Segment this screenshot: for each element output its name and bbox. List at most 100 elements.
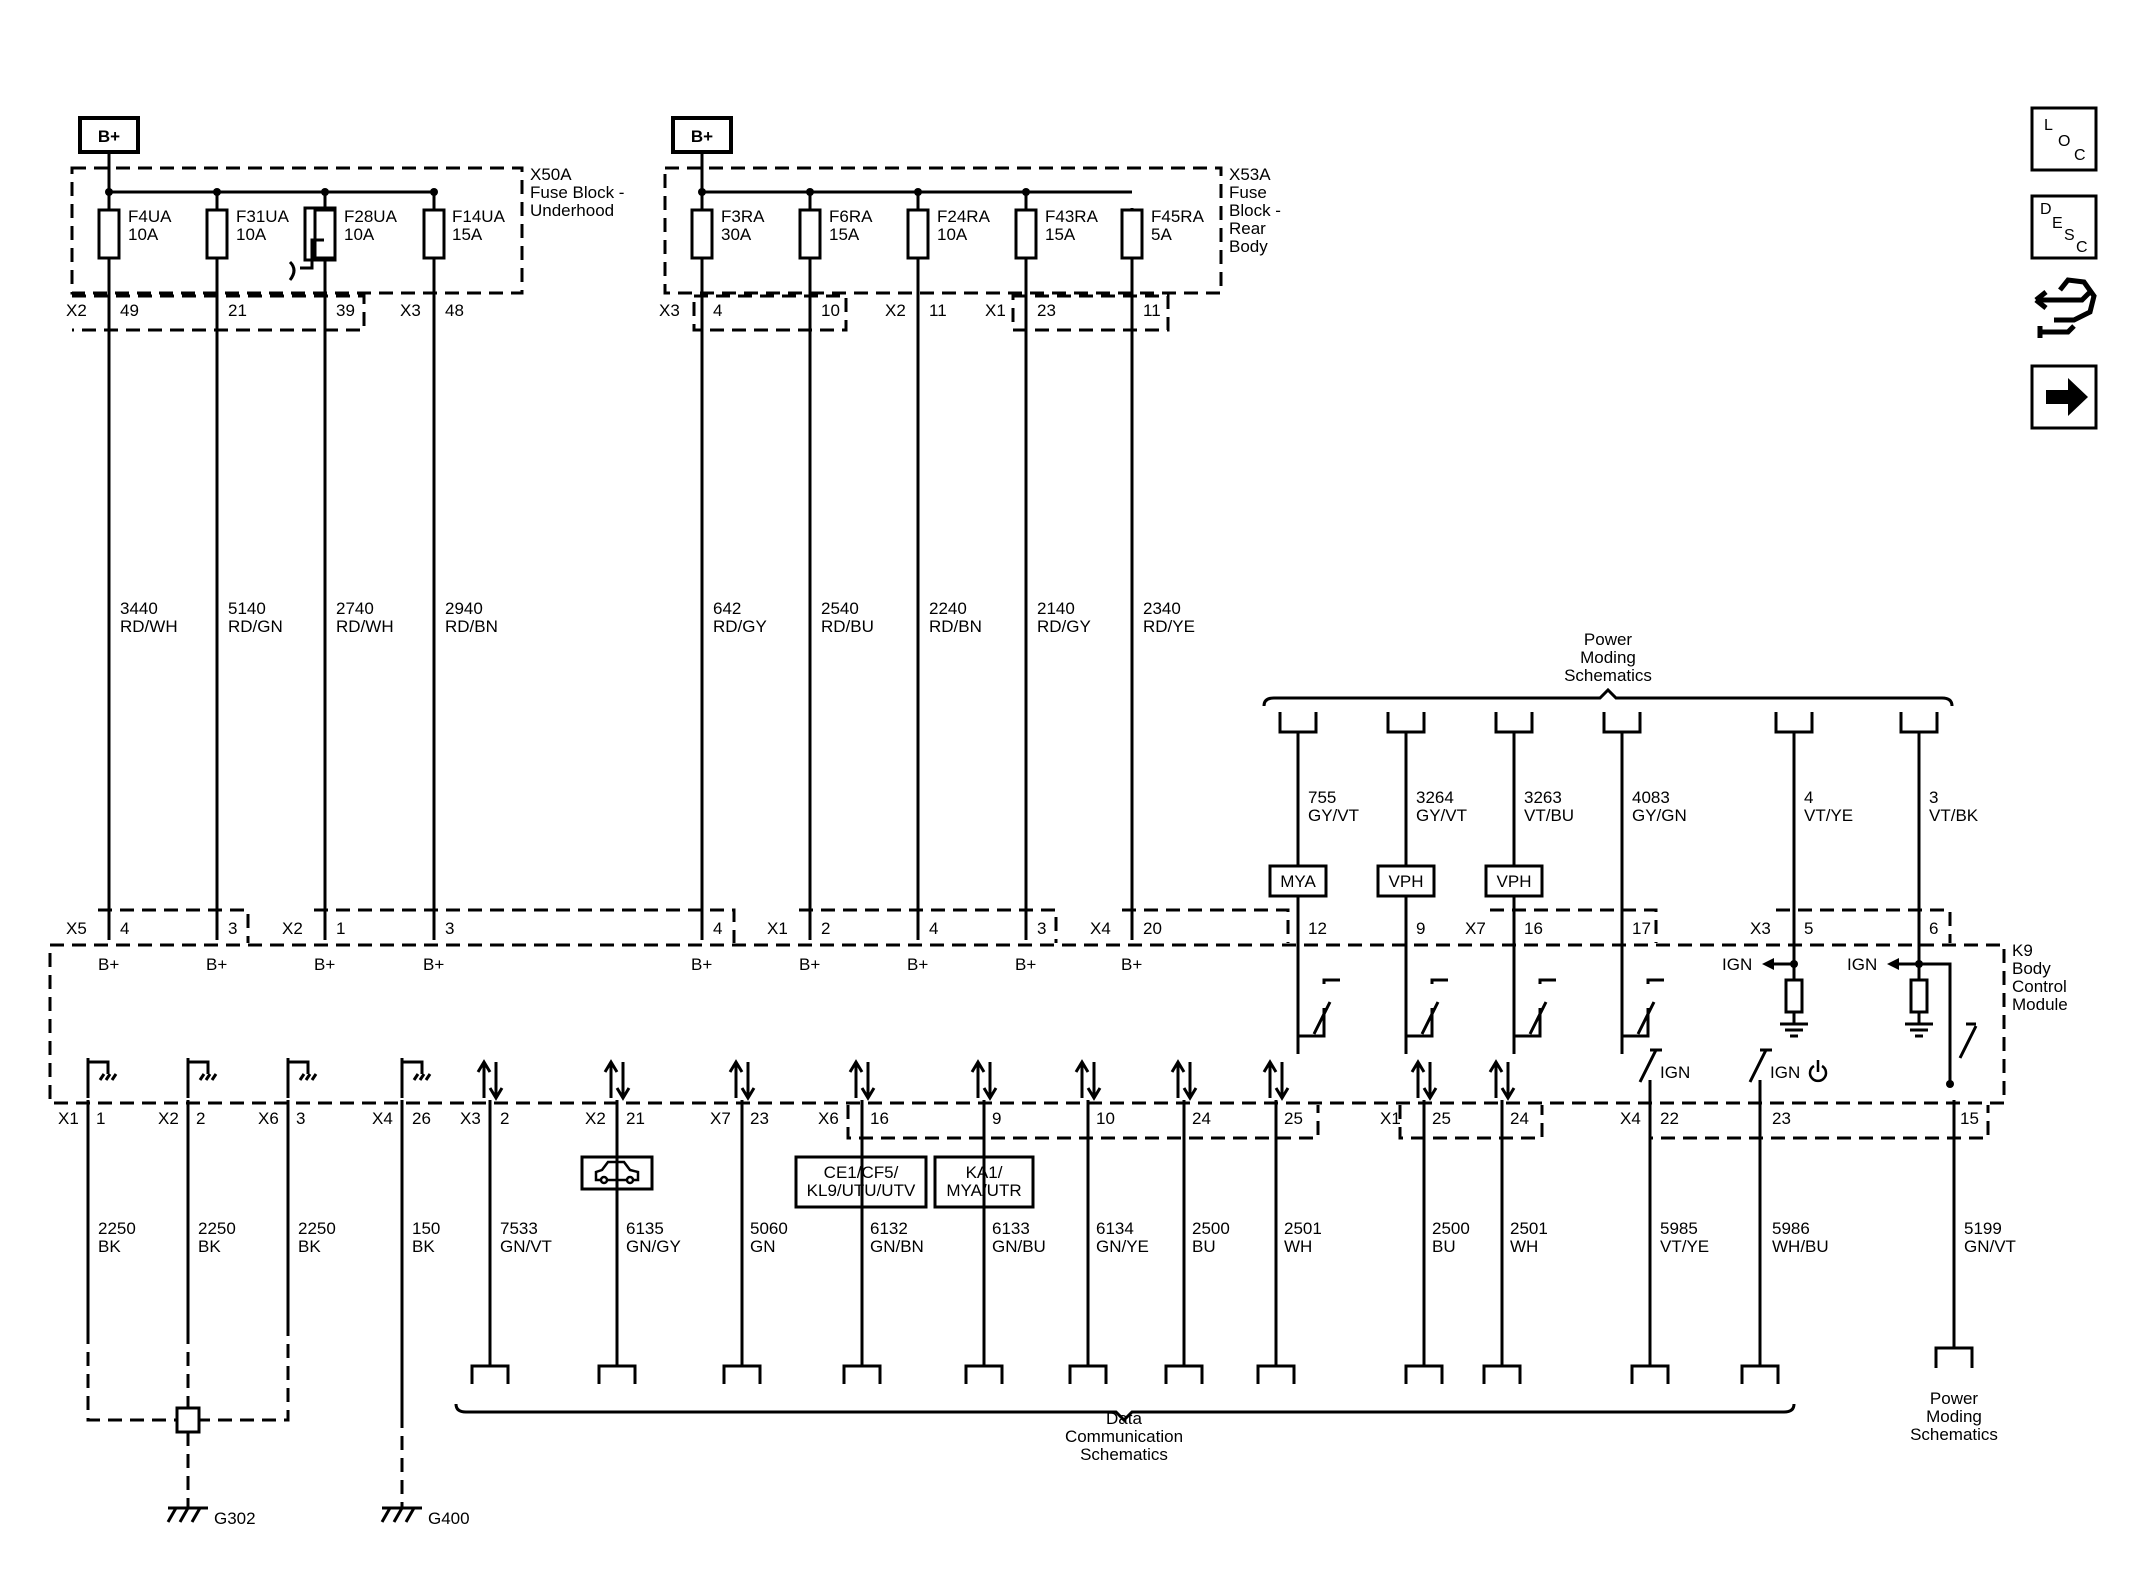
connector-label: X2 [158, 1109, 179, 1128]
fuse-block-name: Fuse Block - [530, 183, 624, 202]
pin: 24 [1510, 1109, 1529, 1128]
fuse-rating: 15A [452, 225, 483, 244]
connector-label: X3 [400, 301, 421, 320]
connector-wrench-icon [2034, 277, 2097, 338]
desc-letter: S [2064, 227, 2075, 244]
wire-color: GY/GN [1632, 806, 1687, 825]
pin: 15 [1960, 1109, 1979, 1128]
pin: 25 [1284, 1109, 1303, 1128]
pin: 6 [1929, 919, 1938, 938]
fuse-rating: 10A [128, 225, 159, 244]
data-wire-lines [470, 1100, 1780, 1384]
connector-label: X5 [66, 919, 87, 938]
wire-color: GN/YE [1096, 1237, 1149, 1256]
wire-color: RD/BU [821, 617, 874, 636]
wire-color: BK [412, 1237, 435, 1256]
circuit-number: 2500 [1432, 1219, 1470, 1238]
pin: 3 [296, 1109, 305, 1128]
wire-color: VT/YE [1660, 1237, 1709, 1256]
circuit-number: 642 [713, 599, 741, 618]
circuit-number: 2540 [821, 599, 859, 618]
fuse-block-name: Rear [1229, 219, 1266, 238]
fuse-block-name: Fuse [1229, 183, 1267, 202]
ign-label: IGN [1847, 955, 1877, 974]
fuse-name: F24RA [937, 207, 991, 226]
data-wire [722, 1100, 762, 1384]
fuse-rating: 15A [1045, 225, 1076, 244]
circuit-number: 2250 [298, 1219, 336, 1238]
supply-wire-labels: 3440 RD/WH 5140 RD/GN 2740 RD/WH 2940 RD… [120, 599, 1195, 636]
circuit-number: 2500 [1192, 1219, 1230, 1238]
connector-label: X4 [1620, 1109, 1641, 1128]
circuit-number: 2501 [1284, 1219, 1322, 1238]
connector-wrench-button[interactable] [2034, 277, 2097, 338]
circuit-number: 3 [1929, 788, 1938, 807]
data-wire [470, 1100, 510, 1384]
connector-label: X3 [1750, 919, 1771, 938]
connector-label: X4 [1090, 919, 1111, 938]
next-button[interactable] [2030, 364, 2098, 430]
desc-button[interactable]: D E S C [2030, 194, 2098, 260]
bottom-wires [86, 1100, 1974, 1523]
bidirectional-arrow [603, 1059, 631, 1101]
fuse-rating: 10A [236, 225, 267, 244]
data-wire [1740, 1100, 1780, 1384]
data-comm-title: Schematics [1080, 1445, 1168, 1464]
connector-label: X7 [710, 1109, 731, 1128]
desc-letter: D [2040, 201, 2052, 218]
data-wire [1256, 1100, 1296, 1384]
fuse-block-name: X50A [530, 165, 572, 184]
wire-color: GN [750, 1237, 776, 1256]
connector-label: X2 [66, 301, 87, 320]
fuse-block-name: Block - [1229, 201, 1281, 220]
fuse-name: F31UA [236, 207, 290, 226]
loc-button[interactable]: L O C [2030, 106, 2098, 172]
circuit-number: 4083 [1632, 788, 1670, 807]
fuse-rating: 10A [937, 225, 968, 244]
pin: 4 [713, 919, 722, 938]
pin: 48 [445, 301, 464, 320]
pin: 23 [750, 1109, 769, 1128]
wire-color: GY/VT [1308, 806, 1359, 825]
wire-color: GN/GY [626, 1237, 681, 1256]
circuit-number: 2250 [98, 1219, 136, 1238]
wire-color: RD/WH [336, 617, 394, 636]
connector-label: X4 [372, 1109, 393, 1128]
bidirectional-arrow [970, 1059, 998, 1101]
circuit-number: 5140 [228, 599, 266, 618]
bcm-internal-grounds [86, 1058, 432, 1098]
circuit-number: 6133 [992, 1219, 1030, 1238]
wire-color: RD/YE [1143, 617, 1195, 636]
circuit-number: 6132 [870, 1219, 908, 1238]
pin: 10 [1096, 1109, 1115, 1128]
power-moding-bottom-title: Moding [1926, 1407, 1982, 1426]
data-wire [964, 1100, 1004, 1384]
circuit-number: 4 [1804, 788, 1813, 807]
loc-letter: C [2074, 147, 2086, 164]
wire-color: GN/BU [992, 1237, 1046, 1256]
data-wire [1404, 1100, 1444, 1384]
desc-letter: C [2076, 239, 2088, 256]
option-box-text: KA1/ [966, 1163, 1003, 1182]
pin: 20 [1143, 919, 1162, 938]
bidirectional-arrow [728, 1059, 756, 1101]
pin: 16 [1524, 919, 1543, 938]
bplus-pin-label: B+ [206, 955, 227, 974]
wire-color: RD/GY [713, 617, 767, 636]
option-vph: VPH [1389, 872, 1424, 891]
pin: 23 [1772, 1109, 1791, 1128]
wire-color: RD/WH [120, 617, 178, 636]
pin: 11 [1143, 301, 1161, 320]
power-moding-top-labels: Power Moding Schematics 755 GY/VT 3264 G… [1280, 630, 1979, 891]
pin: 4 [929, 919, 938, 938]
b-plus-label-2: B+ [691, 127, 713, 146]
pin: 49 [120, 301, 139, 320]
pin: 11 [929, 301, 947, 320]
power-icon [1808, 1060, 1828, 1083]
pin: 39 [336, 301, 355, 320]
option-box-text: KL9/UTU/UTV [807, 1181, 916, 1200]
option-box-text: MYA/UTR [946, 1181, 1021, 1200]
ign-label: IGN [1770, 1063, 1800, 1082]
fuse-rating: 30A [721, 225, 752, 244]
